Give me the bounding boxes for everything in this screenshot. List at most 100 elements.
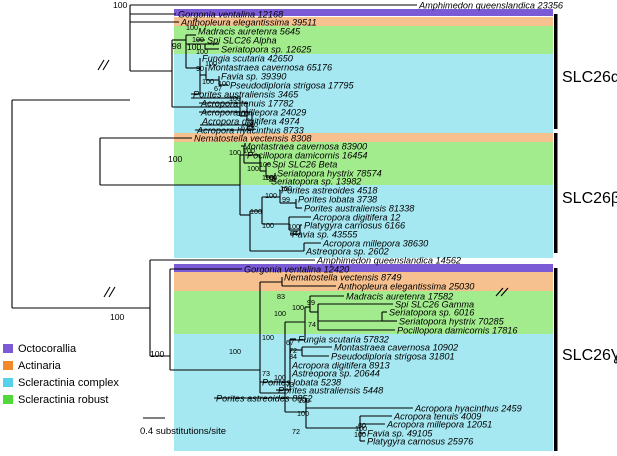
bootstrap-value: 100: [192, 35, 204, 44]
bootstrap-value: 100: [274, 373, 286, 382]
tip-label: Porites astreoides 4518: [281, 186, 378, 196]
taxon-bands: [174, 9, 553, 451]
taxon-band: [174, 334, 553, 451]
tip-label: Seriatopora sp. 12625: [221, 45, 312, 55]
bootstrap-value: 100: [354, 430, 366, 439]
bootstrap-value: 100: [110, 312, 125, 322]
tip-label: Acropora digitifera 4974: [201, 117, 300, 127]
tip-label: Montastraea cavernosa 10902: [334, 343, 458, 353]
legend-swatch-octocorallia: [3, 344, 13, 353]
tip-label: Platygyra carnosus 25976: [367, 437, 474, 447]
bootstrap-value: 100: [265, 191, 277, 200]
clade-annotations: SLC26α SLC26β SLC26Ɣ: [554, 14, 617, 451]
tip-label: Seriatopora sp. 6016: [389, 308, 475, 318]
tip-label: Favia sp. 43555: [292, 230, 358, 240]
tip-label: Gorgonia ventalina 12420: [244, 265, 350, 275]
break-mark: [97, 59, 105, 71]
tip-label: Spi SLC26 Beta: [272, 160, 337, 170]
tip-label: Acropora hyacinthus 8733: [196, 126, 305, 136]
tip-label: Acropora digitifera 8913: [291, 361, 390, 371]
tip-label: Pocillopora damicornis 16454: [247, 151, 368, 161]
bootstrap-value: 100: [205, 59, 217, 68]
bootstrap-value: 100: [237, 109, 249, 118]
bootstrap-value: 100: [265, 173, 277, 182]
tip-label: Fungia scutaria 57832: [298, 335, 389, 345]
bootstrap-value: 72: [292, 427, 300, 436]
bootstrap-value: 98: [172, 41, 182, 51]
bootstrap-value: 99: [307, 298, 315, 307]
tip-label: Porites australiensis 3465: [193, 90, 299, 100]
clade-bar-gamma: [554, 268, 558, 451]
bootstrap-value: 100: [246, 120, 258, 129]
tip-label: Acropora digitifera 12: [312, 213, 400, 223]
bootstrap-value: 100: [113, 0, 128, 10]
bootstrap-value: 54: [290, 229, 298, 238]
bootstrap-value: 100: [262, 221, 274, 230]
taxon-band: [174, 17, 553, 26]
bootstrap-value: 100: [292, 303, 304, 312]
bootstrap-value: 73: [262, 369, 270, 378]
scale-bar-label: 0.4 substitutions/site: [140, 426, 226, 437]
clade-label-alpha: SLC26α: [562, 69, 617, 86]
bootstrap-value: 72: [289, 346, 297, 355]
legend-label-scleractinia-complex: Scleractinia complex: [18, 377, 119, 389]
bootstrap-value: 100: [196, 47, 208, 56]
bootstrap-value: 100: [259, 160, 271, 169]
break-mark: [495, 287, 504, 297]
bootstrap-value: 100: [262, 173, 274, 182]
tip-label: Porites lobata 5238: [262, 378, 342, 388]
bootstrap-value: 74: [308, 320, 316, 329]
scale-bar: 0.4 substitutions/site: [140, 417, 226, 437]
tip-label: Gorgonia ventalina 12168: [178, 10, 284, 20]
bootstrap-value: 100: [229, 347, 241, 356]
tip-label: Montastraea cavernosa 83900: [243, 142, 368, 152]
break-mark: [108, 286, 116, 298]
tip-label: Fungia scutaria 42650: [202, 54, 294, 64]
bootstrap-value: 100: [298, 396, 310, 405]
bootstrap-value: 73: [286, 380, 294, 389]
bootstrap-value: 67: [286, 338, 294, 347]
tip-label: Porites lobata 3738: [298, 195, 378, 205]
bootstrap-value: 83: [277, 292, 285, 301]
legend: Octocorallia Actinaria Scleractinia comp…: [3, 343, 119, 406]
tip-label: Anthopleura elegantissima 25030: [337, 282, 475, 292]
tip-label: Amphimedon queenslandica 14562: [316, 256, 461, 266]
bootstrap-value: 67: [214, 84, 222, 93]
taxon-band: [174, 26, 553, 54]
tip-label: Porites astreoides 8852: [216, 394, 313, 404]
tip-label: Nematostella vectensis 8308: [194, 134, 312, 144]
bootstrap-value: 100: [355, 424, 367, 433]
bootstrap-value: 99: [282, 195, 290, 204]
taxon-band: [174, 133, 553, 142]
tip-label: Porites australiensis 5448: [278, 386, 384, 396]
tree-branches: [11, 4, 417, 442]
legend-label-actinaria: Actinaria: [18, 360, 62, 372]
bootstrap-value: 100: [168, 154, 183, 164]
tip-label: Nematostella vectensis 8749: [284, 273, 401, 283]
bootstrap-value: 100: [297, 409, 309, 418]
clade-bar-beta: [554, 133, 558, 253]
bootstrap-value: 100: [288, 222, 300, 231]
tip-label: Spi SLC26 Alpha: [207, 36, 277, 46]
taxon-band: [174, 272, 553, 291]
tip-label: Anthopleura elegantissima 39511: [180, 18, 317, 28]
tip-label: Pocillopora damicornis 17816: [397, 326, 518, 336]
legend-swatch-scleractinia-robust: [3, 395, 13, 404]
tip-label: Pseudodiploria strigosa 17795: [230, 81, 354, 91]
bootstrap-value: 64: [247, 124, 255, 133]
tip-label: Porites australiensis 81338: [304, 204, 415, 214]
tip-label: Favia sp. 49105: [367, 429, 433, 439]
bootstrap-value: 100: [247, 164, 259, 173]
break-mark: [500, 287, 509, 297]
tip-label: Amphimedon queenslandica 23356: [418, 1, 564, 11]
tip-label: Acropora tenuis 17782: [200, 99, 293, 109]
bootstrap-value: 100: [202, 77, 214, 86]
bootstrap-value: 100: [243, 146, 255, 155]
tip-label: Acropora millepora 12051: [386, 420, 492, 430]
tip-label: Seriatopora hystrix 70285: [399, 317, 505, 327]
tip-label: Madracis auretenra 5645: [198, 27, 301, 37]
tip-label: Acropora hyacinthus 2459: [414, 404, 522, 414]
